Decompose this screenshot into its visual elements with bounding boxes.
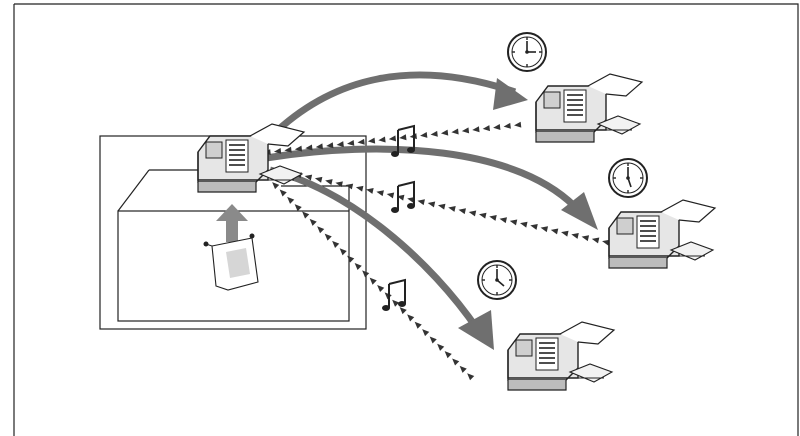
signal-arrowhead (452, 358, 460, 366)
signal-arrowhead (448, 206, 456, 212)
signal-arrowhead (317, 226, 325, 234)
signal-arrowhead (326, 142, 334, 149)
signal-arrowhead (315, 143, 323, 150)
signal-arrowhead (392, 299, 400, 307)
signal-arrowhead (458, 208, 466, 215)
page-frame (14, 3, 799, 436)
signal-arrowhead (355, 185, 364, 192)
signal-arrowhead (461, 127, 470, 134)
signal-arrowhead (377, 285, 385, 293)
signal-arrowhead (489, 215, 497, 221)
signal-arrowhead (367, 137, 376, 144)
signal-arrowhead (509, 219, 518, 226)
signal-arrowhead (459, 365, 467, 373)
signal-arrowhead (309, 218, 317, 226)
signal-arrowhead (467, 373, 475, 381)
signal-arrowhead (325, 179, 333, 185)
signal-arrowhead (482, 125, 490, 132)
signal-arrowhead (339, 248, 347, 256)
signal-arrowhead (499, 217, 508, 224)
signal-arrowhead (437, 203, 446, 210)
signal-arrowhead (366, 188, 374, 194)
signal-arrowhead (287, 196, 295, 204)
signal-arrowhead (294, 204, 302, 212)
signal-arrowhead (279, 189, 287, 197)
signal-arrowhead (304, 174, 313, 181)
music-note-icon (381, 279, 407, 312)
clock-icon (477, 260, 517, 300)
signal-arrowhead (417, 199, 425, 206)
signal-arrowhead (347, 139, 355, 146)
signal-arrowhead (440, 129, 449, 136)
signal-arrowhead (376, 190, 384, 197)
signal-arrowhead (503, 122, 511, 129)
signal-arrowhead (284, 146, 292, 153)
signal-arrowhead (378, 136, 386, 143)
signal-arrowhead (324, 233, 332, 241)
signal-arrowhead (407, 197, 415, 203)
upload-arrow-icon (216, 204, 248, 242)
signal-arrowhead (362, 270, 370, 278)
signal-arrowhead (444, 351, 452, 359)
signal-arrowhead (347, 255, 355, 263)
signal-arrowhead (520, 221, 528, 228)
signal-arrowhead (550, 228, 559, 235)
signal-arrowhead (430, 130, 438, 137)
signal-arrowhead (336, 141, 344, 148)
signal-arrowhead (386, 192, 395, 199)
signal-arrowhead (407, 314, 415, 322)
signal-arrowhead (414, 321, 422, 329)
signal-arrowhead (273, 147, 282, 154)
signal-arrowhead (302, 211, 310, 219)
signal-arrowhead (451, 128, 459, 135)
broadcast-arrows (255, 71, 598, 350)
signal-arrowhead (427, 201, 436, 208)
signal-arrowhead (493, 123, 501, 130)
signal-arrowhead (530, 223, 538, 230)
document-icon (203, 233, 259, 291)
clock-icon (608, 158, 648, 198)
signal-arrowhead (472, 126, 480, 133)
signal-arrowhead (294, 145, 303, 152)
signal-arrowhead (422, 329, 430, 337)
fax-machine-icon (608, 199, 716, 269)
fax-machine-icon (535, 73, 643, 143)
signal-arrowhead (305, 144, 313, 151)
signal-arrowhead (602, 239, 610, 246)
signal-arrowhead (272, 182, 280, 190)
signal-arrowhead (571, 232, 579, 239)
signal-arrowhead (335, 181, 343, 188)
signal-arrowhead (514, 121, 522, 128)
signal-arrowhead (357, 138, 365, 145)
clock-icon (507, 32, 547, 72)
signal-arrowhead (388, 135, 397, 142)
fax-machine-icon (507, 321, 615, 391)
signal-arrowhead (468, 210, 477, 217)
signal-arrowhead (591, 237, 600, 244)
signal-arrowhead (479, 212, 487, 219)
signal-arrowhead (437, 343, 445, 351)
signal-arrowhead (345, 183, 354, 190)
signal-arrowhead (420, 131, 428, 138)
signal-arrowhead (332, 240, 340, 248)
signal-arrowhead (314, 176, 323, 183)
signal-arrowhead (399, 134, 407, 141)
signal-arrowhead (540, 226, 549, 233)
signal-arrowhead (581, 235, 590, 242)
signal-arrowhead (354, 262, 362, 271)
signal-arrowhead (369, 277, 377, 285)
signal-arrowhead (429, 336, 437, 344)
signal-arrowhead (399, 307, 407, 315)
signal-arrowhead (561, 230, 569, 237)
